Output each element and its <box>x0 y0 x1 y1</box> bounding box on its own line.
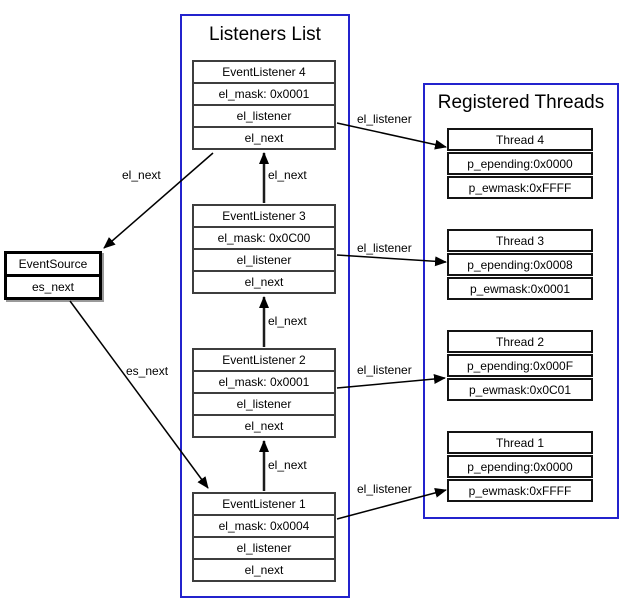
thread-2-box: Thread 2 p_epending:0x000F p_ewmask:0x0C… <box>447 330 593 401</box>
listeners-list-title: Listeners List <box>209 24 321 45</box>
registered-threads-title: Registered Threads <box>437 92 605 113</box>
thread-1-epending: p_epending:0x0000 <box>447 455 593 478</box>
label-el-listener-thread2: el_listener <box>357 363 412 377</box>
thread-4-ewmask: p_ewmask:0xFFFF <box>447 176 593 199</box>
label-el-listener-thread4: el_listener <box>357 112 412 126</box>
event-listener-2-next: el_next <box>192 414 336 438</box>
thread-3-ewmask: p_ewmask:0x0001 <box>447 277 593 300</box>
event-listener-1-mask: el_mask: 0x0004 <box>192 514 336 538</box>
event-listener-4-listener: el_listener <box>192 104 336 128</box>
event-listener-2-box: EventListener 2 el_mask: 0x0001 el_liste… <box>192 348 336 438</box>
event-listener-4-mask: el_mask: 0x0001 <box>192 82 336 106</box>
event-listener-2-listener: el_listener <box>192 392 336 416</box>
label-el-listener-thread3: el_listener <box>357 241 412 255</box>
event-source-title: EventSource <box>7 254 99 277</box>
thread-2-title: Thread 2 <box>447 330 593 353</box>
thread-1-ewmask: p_ewmask:0xFFFF <box>447 479 593 502</box>
thread-2-epending: p_epending:0x000F <box>447 354 593 377</box>
label-es-next: es_next <box>126 364 169 378</box>
event-listener-4-title: EventListener 4 <box>192 60 336 84</box>
label-el-next-listener4-to-source: el_next <box>122 168 161 182</box>
event-listener-3-title: EventListener 3 <box>192 204 336 228</box>
event-listener-1-box: EventListener 1 el_mask: 0x0004 el_liste… <box>192 492 336 582</box>
event-listener-2-mask: el_mask: 0x0001 <box>192 370 336 394</box>
event-listener-3-mask: el_mask: 0x0C00 <box>192 226 336 250</box>
event-source-box: EventSource es_next <box>4 251 102 300</box>
event-listener-1-title: EventListener 1 <box>192 492 336 516</box>
event-listener-3-listener: el_listener <box>192 248 336 272</box>
event-listener-4-box: EventListener 4 el_mask: 0x0001 el_liste… <box>192 60 336 150</box>
event-listener-3-box: EventListener 3 el_mask: 0x0C00 el_liste… <box>192 204 336 294</box>
thread-3-epending: p_epending:0x0008 <box>447 253 593 276</box>
event-listener-4-next: el_next <box>192 126 336 150</box>
label-el-listener-thread1: el_listener <box>357 482 412 496</box>
event-listener-1-listener: el_listener <box>192 536 336 560</box>
thread-4-epending: p_epending:0x0000 <box>447 152 593 175</box>
registered-threads-container: Registered Threads Thread 4 p_epending:0… <box>423 83 619 519</box>
event-listener-2-title: EventListener 2 <box>192 348 336 372</box>
event-listener-3-next: el_next <box>192 270 336 294</box>
thread-4-box: Thread 4 p_epending:0x0000 p_ewmask:0xFF… <box>447 128 593 199</box>
listeners-list-container: Listeners List EventListener 4 el_mask: … <box>180 14 350 598</box>
thread-4-title: Thread 4 <box>447 128 593 151</box>
event-source-next-field: es_next <box>7 277 99 297</box>
thread-3-box: Thread 3 p_epending:0x0008 p_ewmask:0x00… <box>447 229 593 300</box>
thread-3-title: Thread 3 <box>447 229 593 252</box>
thread-1-box: Thread 1 p_epending:0x0000 p_ewmask:0xFF… <box>447 431 593 502</box>
thread-2-ewmask: p_ewmask:0x0C01 <box>447 378 593 401</box>
thread-1-title: Thread 1 <box>447 431 593 454</box>
event-listener-1-next: el_next <box>192 558 336 582</box>
